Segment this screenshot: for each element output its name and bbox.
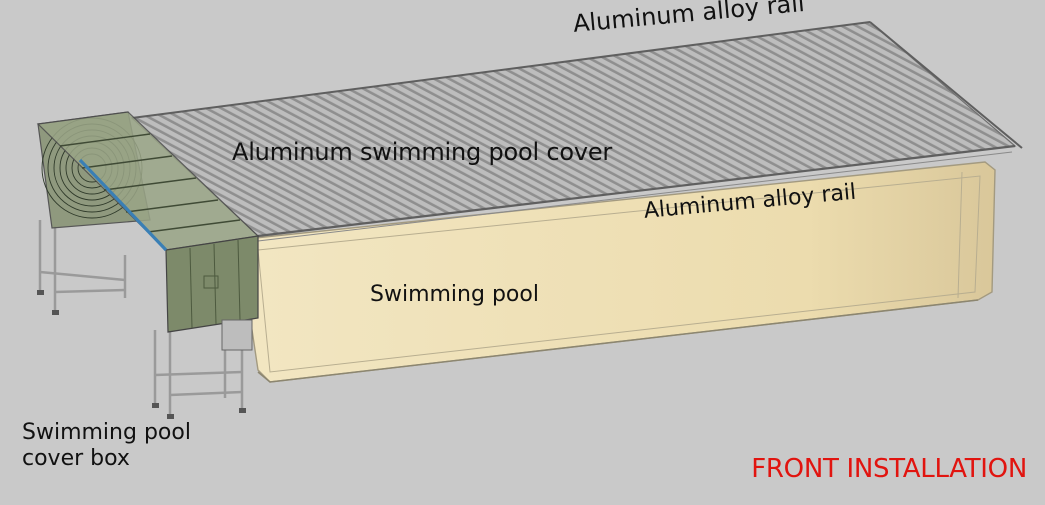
pool-cover-label: Aluminum swimming pool cover: [232, 138, 613, 166]
aluminum-pool-cover: [130, 21, 1023, 242]
pool-cover-box: [36, 111, 260, 419]
installation-type-label: FRONT INSTALLATION: [751, 454, 1027, 484]
swimming-pool-label: Swimming pool: [370, 282, 539, 307]
cover-box-label: Swimming pool cover box: [22, 420, 191, 472]
cover-box-label-line2: cover box: [22, 446, 130, 471]
cover-box-label-line1: Swimming pool: [22, 420, 191, 445]
